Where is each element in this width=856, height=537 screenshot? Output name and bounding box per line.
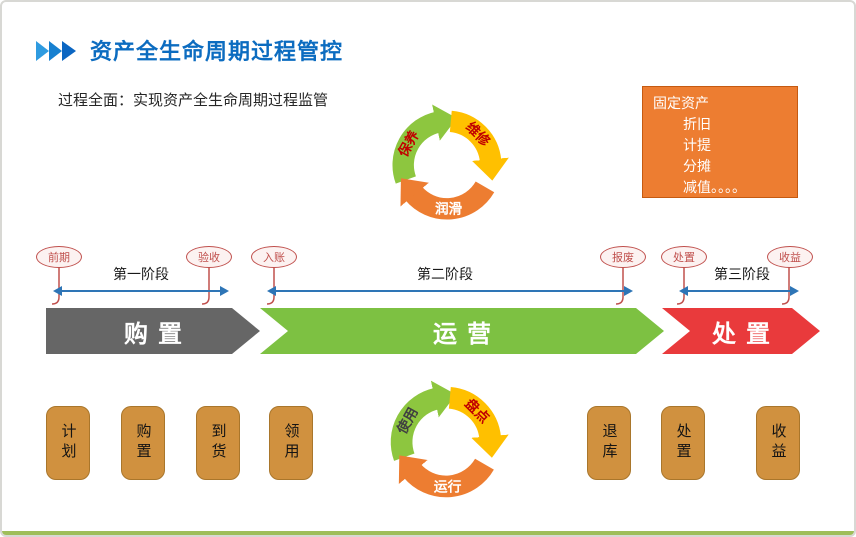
phase-range-arrow: [267, 286, 633, 296]
milestone-bubble: 入账: [251, 246, 297, 268]
cycle-arc-green: [390, 380, 457, 461]
milestone-pin: [266, 267, 275, 305]
info-box-item: 减值。。。。: [683, 179, 746, 195]
process-box-label: 到货: [209, 423, 227, 463]
process-box: 收益: [756, 406, 800, 480]
cycle-arc-orange: [400, 178, 495, 220]
process-box-label: 计划: [59, 423, 77, 463]
milestone-pin: [51, 267, 60, 305]
milestone-pin: [781, 267, 790, 305]
info-box-item: 分摊: [683, 158, 711, 174]
process-box: 退库: [587, 406, 631, 480]
maintenance-cycle: 维修 保养 润滑: [392, 104, 509, 220]
banner-disposal: 处置: [662, 308, 820, 354]
process-box: 到货: [196, 406, 240, 480]
milestone-bubble: 收益: [767, 246, 813, 268]
phase-label: 第三阶段: [714, 266, 770, 282]
milestone-bubble: 验收: [186, 246, 232, 268]
fixed-asset-info-box: 固定资产 折旧 计提 分摊 减值。。。。: [642, 86, 798, 198]
cycle-arc-yellow: [449, 110, 509, 181]
info-box-item: 折旧: [683, 116, 711, 132]
banner-acquisition: 购置: [46, 308, 260, 354]
milestone-bubble: 处置: [661, 246, 707, 268]
page-title: 资产全生命周期过程管控: [90, 39, 344, 64]
process-box-label: 退库: [600, 423, 618, 463]
cycle-arc-orange: [398, 455, 494, 498]
process-box: 处置: [661, 406, 705, 480]
milestone-bubble: 前期: [36, 246, 82, 268]
milestone-pin: [201, 267, 210, 305]
phase-range-arrow: [679, 286, 799, 296]
milestone-bubble: 报废: [600, 246, 646, 268]
fast-forward-icon: [36, 41, 76, 61]
info-box-title: 固定资产: [653, 95, 709, 111]
cycle-label-lubricate: 润滑: [435, 200, 463, 216]
milestone-pin: [676, 267, 685, 305]
milestone-pin: [615, 267, 624, 305]
phase-label: 第一阶段: [113, 266, 169, 282]
phase-label: 第二阶段: [417, 266, 473, 282]
slide-footer-line: [2, 531, 854, 535]
process-box-label: 收益: [769, 423, 787, 463]
process-box-label: 领用: [282, 423, 300, 463]
cycle-arc-yellow: [448, 386, 509, 458]
usage-cycle: 盘点 使用 运行: [390, 380, 509, 498]
phase-range-arrow: [53, 286, 229, 296]
process-box-label: 处置: [674, 423, 692, 463]
cycle-label-run: 运行: [434, 478, 462, 494]
info-box-item: 计提: [683, 137, 711, 153]
banner-operation: 运营: [260, 308, 664, 354]
process-box: 购置: [121, 406, 165, 480]
process-box-label: 购置: [134, 423, 152, 463]
subtitle: 过程全面：实现资产全生命周期过程监管: [58, 92, 329, 109]
process-box: 领用: [269, 406, 313, 480]
cycle-arc-green: [392, 104, 457, 184]
process-box: 计划: [46, 406, 90, 480]
